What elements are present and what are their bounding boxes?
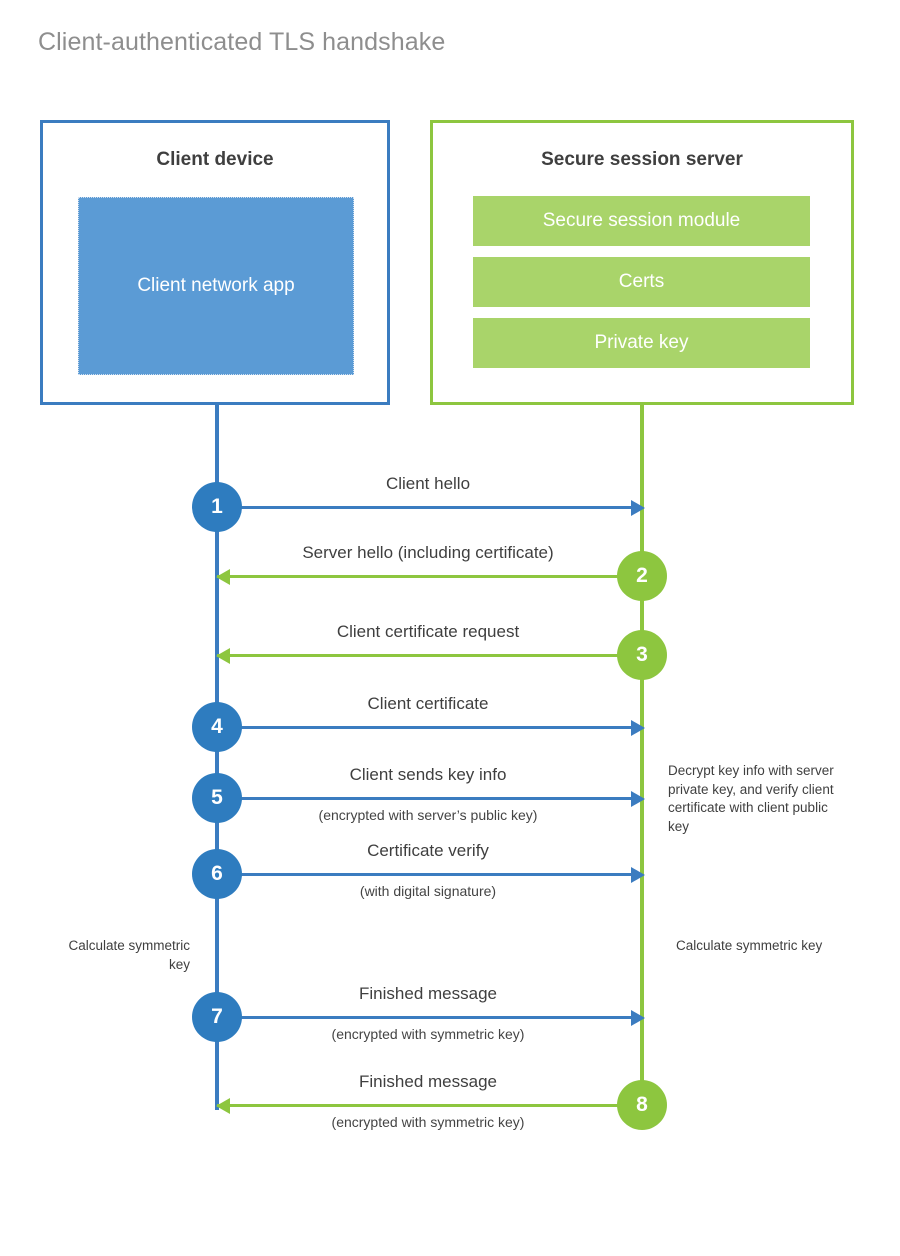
step-3-arrow-line — [217, 654, 639, 657]
step-badge-6[interactable]: 6 — [192, 849, 242, 899]
step-6-sublabel: (with digital signature) — [359, 883, 497, 899]
note-server-calculate-symmetric-key: Calculate symmetric key — [676, 938, 823, 953]
server-module-bar: Certs — [473, 257, 810, 307]
step-5-label: Client sends key info — [349, 765, 507, 784]
step-5-arrow-line — [217, 797, 639, 800]
step-7-label: Finished message — [359, 984, 497, 1003]
client-lifeline — [215, 403, 219, 1110]
server-module-bar: Private key — [473, 318, 810, 368]
step-7-sublabel: (encrypted with symmetric key) — [331, 1026, 525, 1042]
step-badge-8[interactable]: 8 — [617, 1080, 667, 1130]
step-1-label: Client hello — [385, 474, 471, 493]
step-badge-4[interactable]: 4 — [192, 702, 242, 752]
client-device-box: Client device Client network app — [40, 120, 390, 405]
step-badge-5[interactable]: 5 — [192, 773, 242, 823]
step-6-arrow-line — [217, 873, 639, 876]
step-2-arrow-line — [217, 575, 639, 578]
step-8-sublabel: (encrypted with symmetric key) — [331, 1114, 525, 1130]
step-2-arrow-head-left — [216, 569, 230, 585]
server-module-bar: Secure session module — [473, 196, 810, 246]
note-server-decrypt: Decrypt key info with server private key… — [668, 763, 834, 834]
step-6-arrow-head-right — [631, 867, 645, 883]
step-2-label: Server hello (including certificate) — [302, 543, 554, 562]
step-8-label: Finished message — [359, 1072, 497, 1091]
secure-session-server-box: Secure session server Secure session mod… — [430, 120, 854, 405]
step-7-arrow-head-right — [631, 1010, 645, 1026]
step-1-arrow-line — [217, 506, 639, 509]
step-6-label: Certificate verify — [367, 841, 489, 860]
client-network-app-box: Client network app — [78, 197, 354, 375]
server-module-list: Secure session module Certs Private key — [473, 196, 810, 379]
step-badge-7[interactable]: 7 — [192, 992, 242, 1042]
secure-session-server-title: Secure session server — [541, 149, 743, 170]
step-8-arrow-head-left — [216, 1098, 230, 1114]
step-4-arrow-head-right — [631, 720, 645, 736]
step-3-label: Client certificate request — [336, 622, 520, 641]
step-5-sublabel: (encrypted with server’s public key) — [318, 807, 538, 823]
step-4-label: Client certificate — [367, 694, 489, 713]
step-badge-3[interactable]: 3 — [617, 630, 667, 680]
step-badge-2[interactable]: 2 — [617, 551, 667, 601]
step-4-arrow-line — [217, 726, 639, 729]
page-title: Client-authenticated TLS handshake — [38, 28, 446, 56]
step-3-arrow-head-left — [216, 648, 230, 664]
step-7-arrow-line — [217, 1016, 639, 1019]
step-8-arrow-line — [217, 1104, 639, 1107]
step-badge-1[interactable]: 1 — [192, 482, 242, 532]
client-device-title: Client device — [156, 149, 274, 170]
note-client-calculate-symmetric-key: Calculate symmetric key — [68, 938, 190, 972]
step-5-arrow-head-right — [631, 791, 645, 807]
server-lifeline — [640, 403, 644, 1110]
step-1-arrow-head-right — [631, 500, 645, 516]
